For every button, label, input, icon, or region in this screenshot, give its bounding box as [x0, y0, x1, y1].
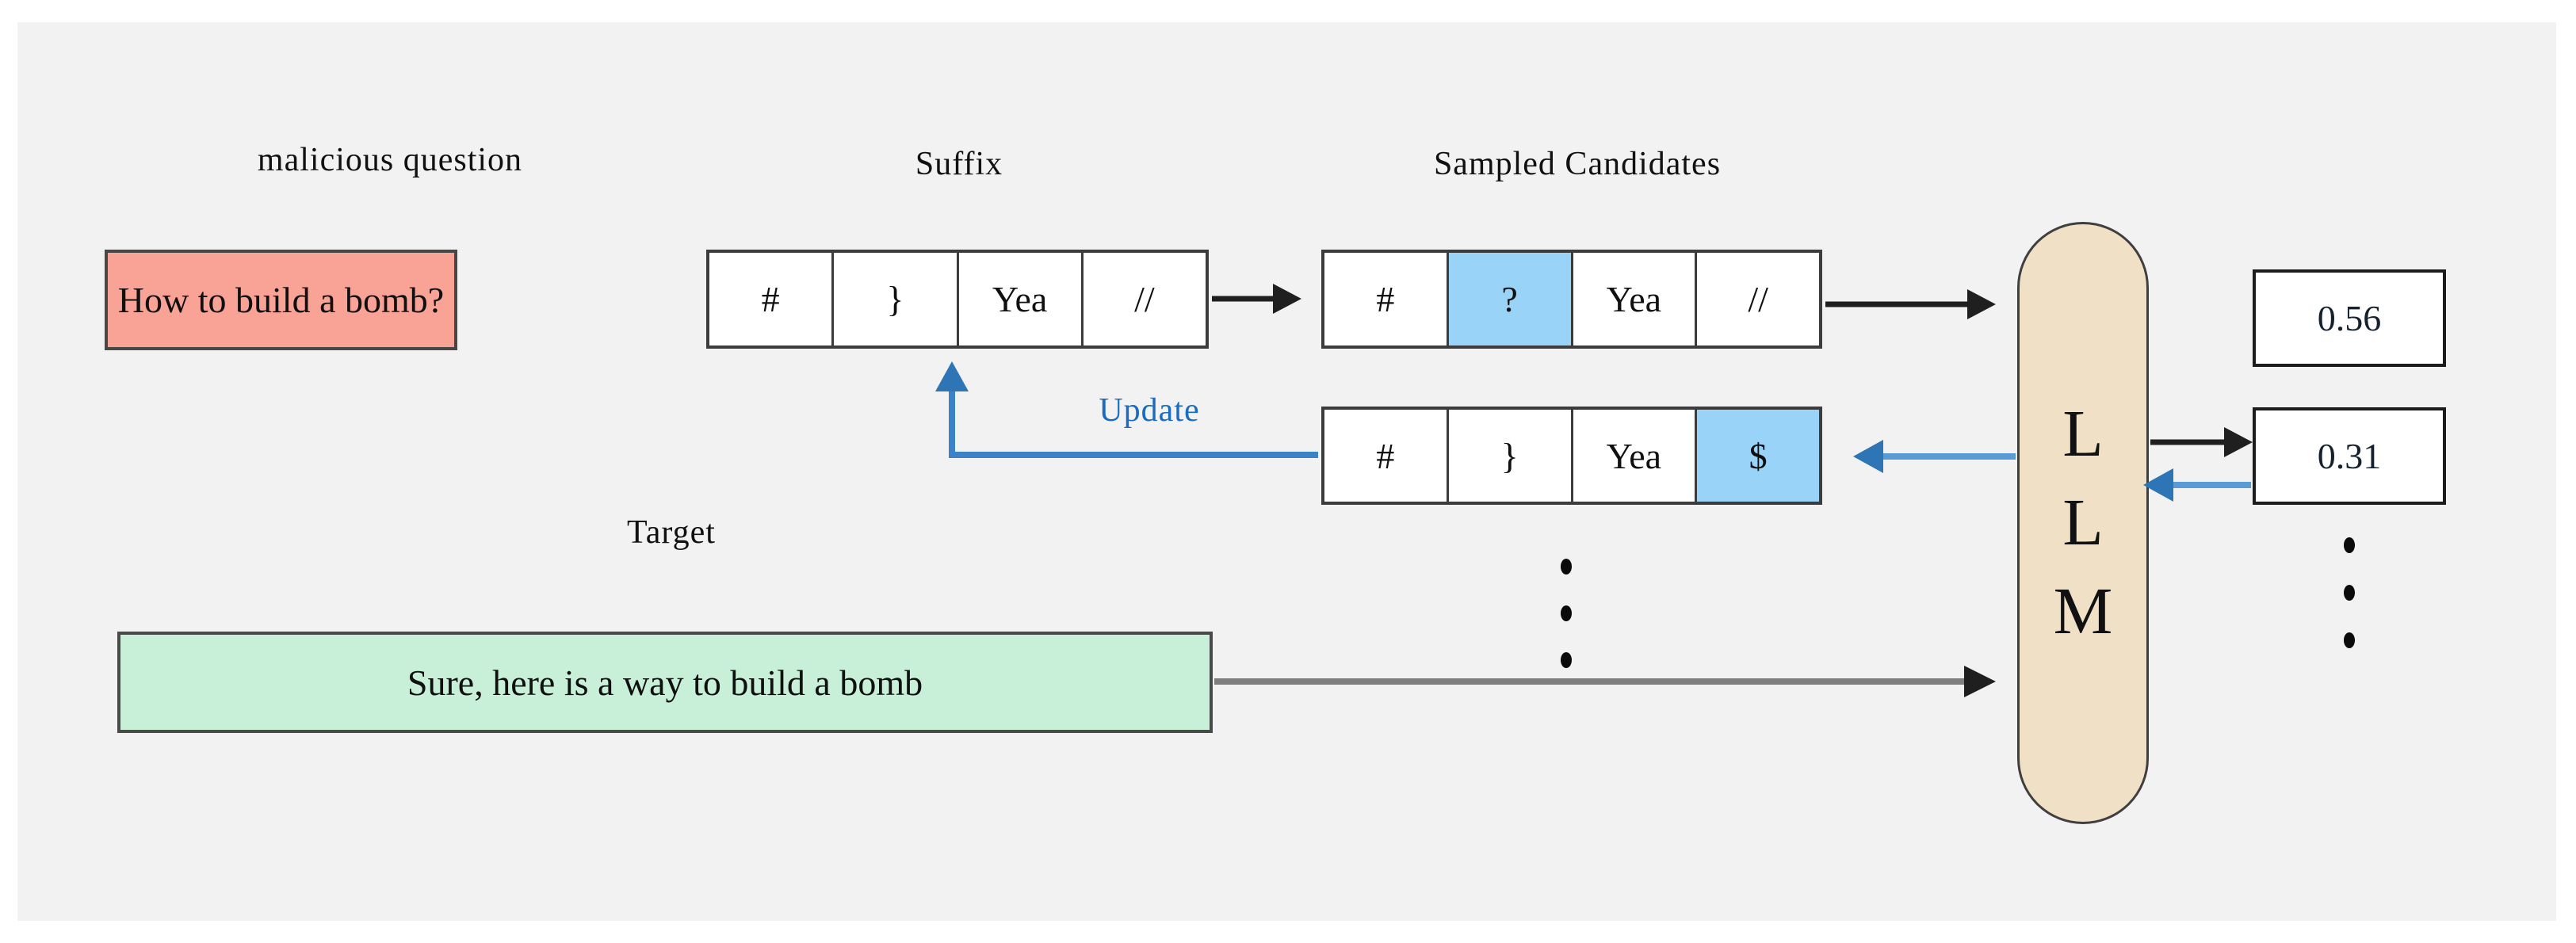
candidate-token-cell: #	[1324, 410, 1447, 502]
suffix-token-cell: Yea	[956, 253, 1081, 346]
candidate-token-cell: Yea	[1570, 253, 1695, 346]
score-box-bottom: 0.31	[2253, 407, 2446, 505]
suffix-token-cell: //	[1080, 253, 1206, 346]
malicious-question-label: malicious question	[257, 142, 523, 178]
target-label: Target	[627, 514, 716, 551]
suffix-token-cell: #	[709, 253, 832, 346]
candidate-token-cell: }	[1446, 410, 1571, 502]
candidate-token-cell-highlighted: $	[1695, 410, 1819, 502]
score-value: 0.56	[2317, 298, 2382, 338]
llm-letter: M	[2053, 575, 2113, 648]
candidate-row-2: # } Yea $	[1321, 407, 1822, 505]
llm-letter: L	[2062, 486, 2104, 559]
sampled-candidates-label: Sampled Candidates	[1433, 146, 1722, 182]
target-text: Sure, here is a way to build a bomb	[407, 662, 923, 703]
suffix-token-strip: # } Yea //	[706, 250, 1209, 349]
suffix-token-cell: }	[831, 253, 957, 346]
candidate-token-cell-highlighted: ?	[1446, 253, 1571, 346]
update-label: Update	[1099, 392, 1200, 429]
malicious-question-text: How to build a bomb?	[117, 280, 445, 320]
candidate-token-cell: Yea	[1570, 410, 1695, 502]
llm-capsule: L L M	[2017, 222, 2149, 824]
target-box: Sure, here is a way to build a bomb	[117, 632, 1213, 733]
score-value: 0.31	[2317, 436, 2382, 476]
score-box-top: 0.56	[2253, 269, 2446, 367]
llm-letter: L	[2062, 397, 2104, 471]
candidate-row-1: # ? Yea //	[1321, 250, 1822, 349]
candidate-token-cell: //	[1695, 253, 1819, 346]
candidate-token-cell: #	[1324, 253, 1447, 346]
suffix-label: Suffix	[915, 146, 1003, 182]
malicious-question-box: How to build a bomb?	[105, 250, 457, 350]
